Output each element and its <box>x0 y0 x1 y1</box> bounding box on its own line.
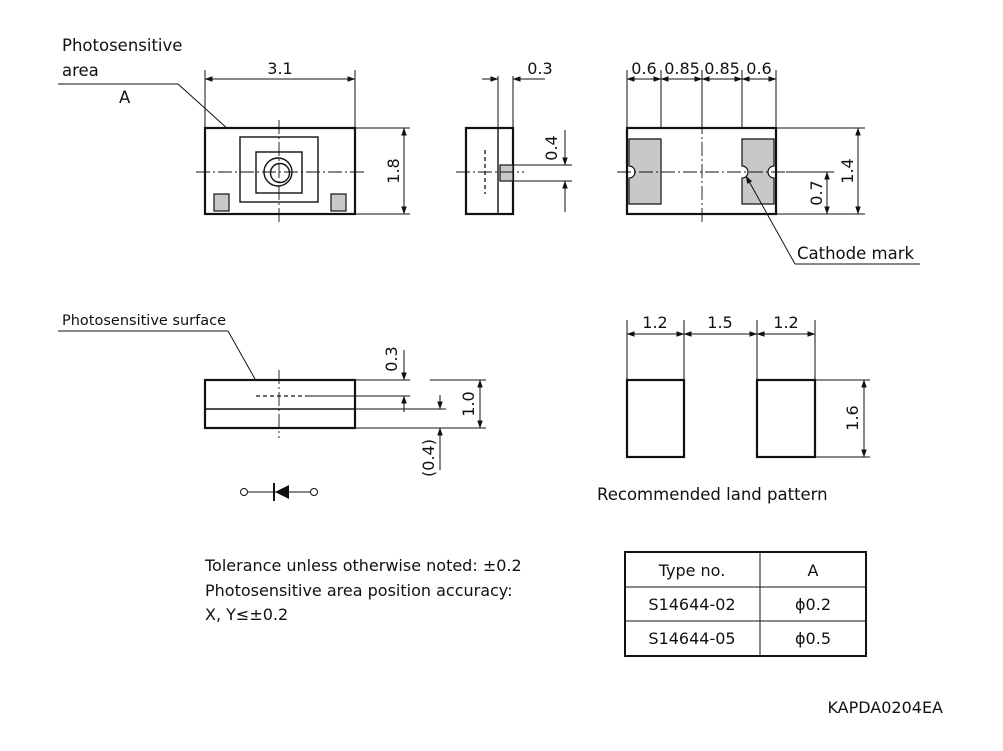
dimension-front-lower: (0.4) <box>419 439 438 477</box>
land-pattern-view: 1.2 1.5 1.2 1.6 Recommended land pattern <box>597 313 870 504</box>
type-table: Type no. A S14644-02 ϕ0.2 S14644-05 ϕ0.5 <box>624 551 867 657</box>
dimension-bottom-height: 1.4 <box>838 158 857 183</box>
position-accuracy-value: X, Y≤±0.2 <box>205 605 288 624</box>
drawing-code: KAPDA0204EA <box>827 698 943 717</box>
land-pad-left <box>625 378 686 459</box>
top-view: Photosensitive area A 3.1 1.8 <box>58 36 410 222</box>
dimension-land-width-2: 1.2 <box>773 313 798 332</box>
photodiode-symbol <box>240 483 318 501</box>
table-cell-a: ϕ0.5 <box>795 629 831 648</box>
side-pad <box>499 164 514 182</box>
area-symbol-label: A <box>119 88 131 107</box>
bottom-view: 0.6 0.85 0.85 0.6 Cathode mark 1.4 0.7 <box>617 59 920 265</box>
dimension-bottom-pitch-3: 0.85 <box>704 59 740 78</box>
dimension-front-surface: 0.3 <box>382 346 401 371</box>
dimension-side-width: 0.3 <box>527 59 552 78</box>
table-cell-type: S14644-05 <box>648 629 735 648</box>
photosensitive-area-label-line2: area <box>62 61 99 80</box>
table-cell-type: S14644-02 <box>648 595 735 614</box>
photosensitive-area-label-line1: Photosensitive <box>62 36 182 55</box>
side-view: 0.3 0.4 <box>456 59 572 216</box>
dimension-top-height: 1.8 <box>384 158 403 183</box>
dimension-land-height: 1.6 <box>843 405 862 430</box>
dimension-bottom-pitch-1: 0.6 <box>631 59 656 78</box>
bottom-pad-right-cathode <box>741 138 775 205</box>
position-accuracy-note: Photosensitive area position accuracy: <box>205 581 513 600</box>
package-body-front <box>203 378 357 430</box>
dimension-top-width: 3.1 <box>267 59 292 78</box>
cathode-leader-line <box>745 175 796 265</box>
table-frame <box>624 551 867 657</box>
package-body-top <box>203 126 357 216</box>
photosensitive-surface-label: Photosensitive surface <box>62 313 226 329</box>
dimension-land-width-1: 1.2 <box>642 313 667 332</box>
front-view: Photosensitive surface 0.3 (0.4) 1.0 <box>58 313 486 501</box>
notes: Tolerance unless otherwise noted: ±0.2 P… <box>204 556 522 624</box>
dimension-bottom-pitch-4: 0.6 <box>746 59 771 78</box>
dimension-side-offset: 0.4 <box>542 135 561 160</box>
table-header-a: A <box>808 561 819 580</box>
cathode-mark-label: Cathode mark <box>797 244 914 263</box>
dimension-front-height: 1.0 <box>459 391 478 416</box>
dimension-land-gap: 1.5 <box>707 313 732 332</box>
land-pad-right <box>755 378 817 459</box>
electrode-pad <box>213 193 230 212</box>
electrode-pad <box>330 193 347 212</box>
land-pattern-label: Recommended land pattern <box>597 485 828 504</box>
dimension-bottom-pad-offset: 0.7 <box>807 180 826 205</box>
table-cell-a: ϕ0.2 <box>795 595 831 614</box>
photosensitive-circle-inner <box>269 162 291 184</box>
tolerance-note: Tolerance unless otherwise noted: ±0.2 <box>204 556 522 575</box>
table-header-type: Type no. <box>658 561 726 580</box>
dimension-bottom-pitch-2: 0.85 <box>664 59 700 78</box>
bottom-pad-left <box>628 138 662 205</box>
